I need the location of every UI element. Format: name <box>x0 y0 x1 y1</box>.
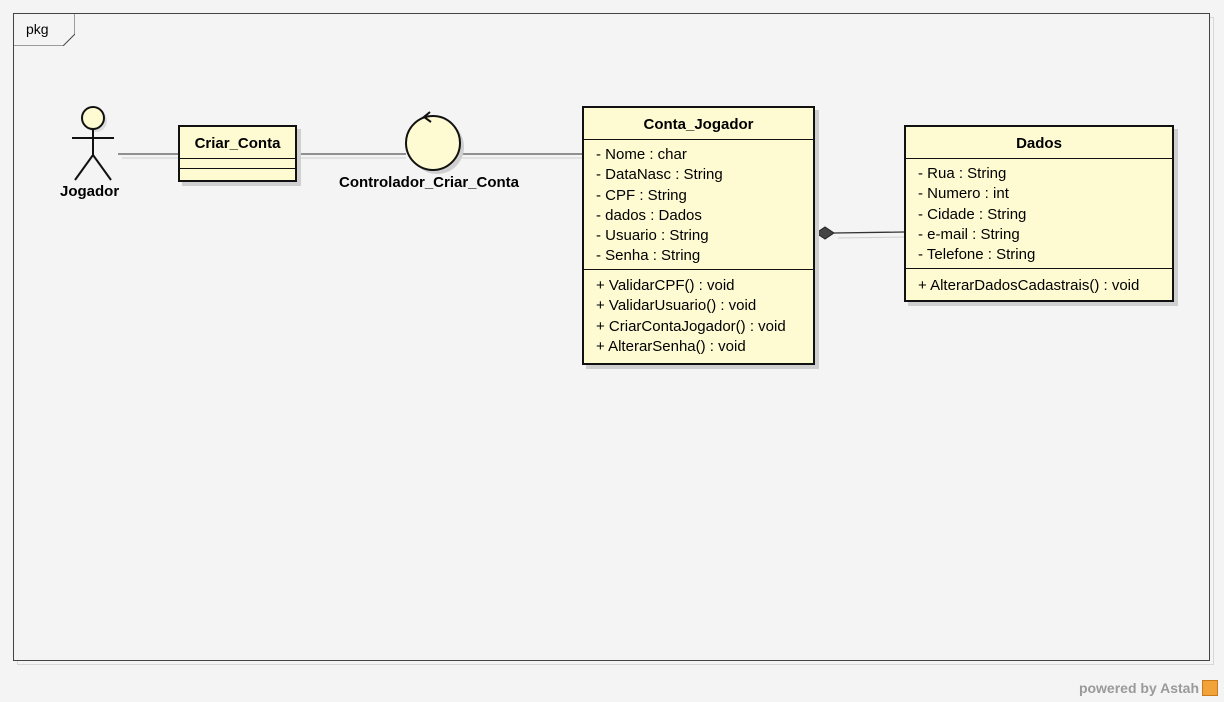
class-name: Conta_Jogador <box>584 108 813 140</box>
astah-logo-icon <box>1202 680 1218 696</box>
attribute: - DataNasc : String <box>596 166 723 184</box>
attribute: - Numero : int <box>918 185 1009 203</box>
actor-label: Jogador <box>60 183 120 200</box>
package-tab: pkg <box>13 13 75 46</box>
operation-compartment: + AlterarDadosCadastrais() : void <box>906 269 1172 296</box>
operation: + AlterarSenha() : void <box>596 337 746 355</box>
attribute: - Cidade : String <box>918 205 1027 223</box>
attribute: - Usuario : String <box>596 227 709 245</box>
class-dados[interactable]: Dados - Rua : String - Numero : int - Ci… <box>904 125 1174 302</box>
operation: + CriarContaJogador() : void <box>596 317 786 335</box>
boundary-criar-conta[interactable]: Criar_Conta <box>178 125 297 182</box>
operation-compartment: + ValidarCPF() : void + ValidarUsuario()… <box>584 270 813 357</box>
attribute: - CPF : String <box>596 186 687 204</box>
operation: + ValidarCPF() : void <box>596 277 735 294</box>
class-conta-jogador[interactable]: Conta_Jogador - Nome : char - DataNasc :… <box>582 106 815 365</box>
package-tab-label: pkg <box>26 21 49 37</box>
attribute-compartment: - Rua : String - Numero : int - Cidade :… <box>906 159 1172 269</box>
composition-line-shadow <box>837 236 907 239</box>
attribute: - e-mail : String <box>918 225 1020 243</box>
boundary-name: Criar_Conta <box>180 127 295 159</box>
attribute: - Nome : char <box>596 146 687 163</box>
attribute: - Telefone : String <box>918 246 1036 264</box>
attribute-compartment: - Nome : char - DataNasc : String - CPF … <box>584 140 813 270</box>
attribute: - Rua : String <box>918 165 1007 182</box>
attribute: - dados : Dados <box>596 206 702 224</box>
powered-by-footer: powered by Astah <box>1079 680 1218 696</box>
composition-line[interactable] <box>833 231 905 234</box>
boundary-attribute-compartment <box>180 159 295 169</box>
controller-icon[interactable] <box>405 111 464 174</box>
operation: + ValidarUsuario() : void <box>596 297 757 315</box>
package-tab-outline <box>13 13 75 46</box>
controller-label: Controlador_Criar_Conta <box>339 174 520 191</box>
actor-figure[interactable] <box>72 106 114 181</box>
operation: + AlterarDadosCadastrais() : void <box>918 277 1140 294</box>
attribute: - Senha : String <box>596 247 701 265</box>
class-name: Dados <box>906 127 1172 159</box>
composition-diamond <box>815 226 835 240</box>
powered-by-text: powered by Astah <box>1078 680 1199 696</box>
